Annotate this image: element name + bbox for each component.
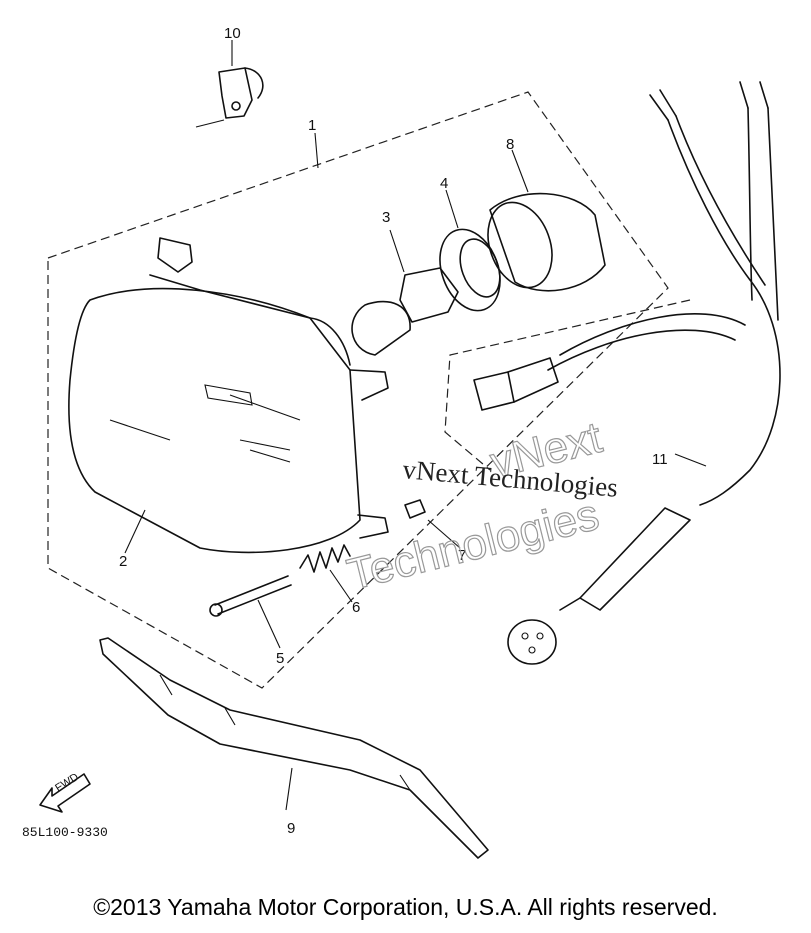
bulb-part <box>351 229 459 356</box>
callout-10: 10 <box>224 25 241 42</box>
fwd-label: FWD <box>53 771 81 794</box>
holder-ring-part <box>439 189 501 312</box>
callout-2: 2 <box>119 553 127 570</box>
callout-4: 4 <box>440 175 448 192</box>
fwd-arrow-icon: FWD <box>39 771 91 813</box>
part-code: 85L100-9330 <box>22 825 108 840</box>
headlight-exploded-diagram: FWD 10 1 8 4 3 2 6 7 5 11 9 85L100-9330 … <box>22 25 781 859</box>
socket-cover-part <box>487 149 606 292</box>
watermark-outline-bottom: Technologies <box>343 490 604 600</box>
callout-9: 9 <box>287 820 295 837</box>
callout-11: 11 <box>652 451 668 468</box>
callout-7: 7 <box>458 547 466 564</box>
copyright-notice: ©2013 Yamaha Motor Corporation, U.S.A. A… <box>93 894 718 920</box>
bolt-part <box>209 575 292 649</box>
callout-6: 6 <box>352 599 360 616</box>
callout-3: 3 <box>382 209 390 226</box>
headlight-unit <box>68 237 389 554</box>
callout-1: 1 <box>308 117 316 134</box>
square-connector <box>473 357 559 411</box>
wire-harness <box>547 81 781 506</box>
callout-8: 8 <box>506 136 514 153</box>
assembly-group-outline <box>47 91 669 689</box>
nut-part <box>404 499 461 549</box>
bracket-strip-part <box>99 637 489 859</box>
spring-part <box>299 544 353 603</box>
round-connector <box>507 507 691 665</box>
clamp-part <box>195 40 264 128</box>
harness-group-outline <box>444 299 691 471</box>
callout-5: 5 <box>276 650 284 667</box>
